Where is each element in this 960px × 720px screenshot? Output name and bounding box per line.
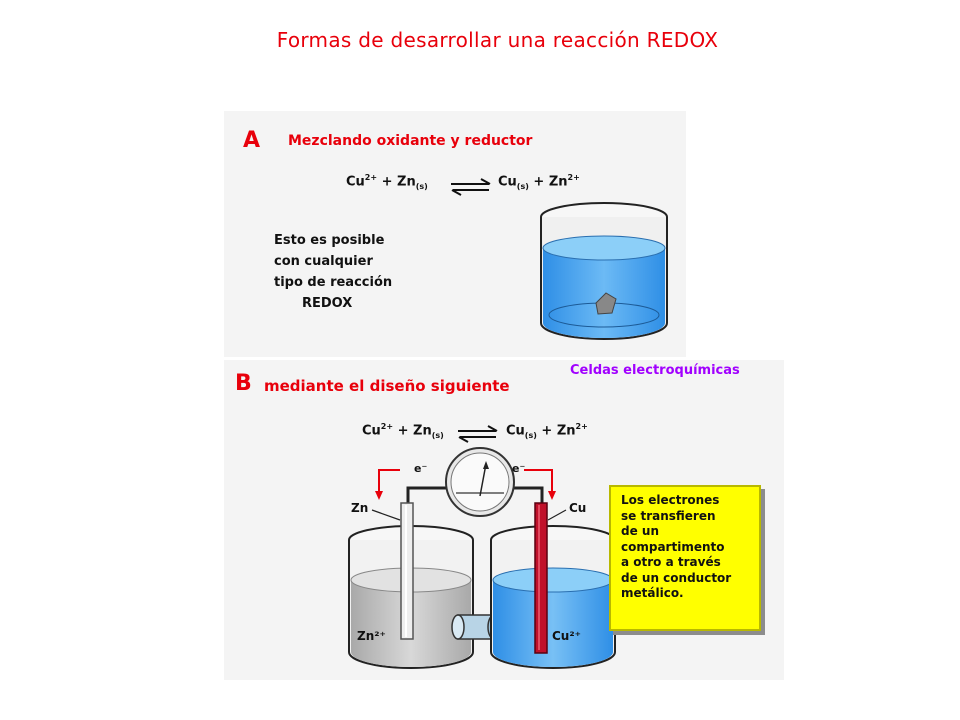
electron-flow-arrow <box>378 469 400 494</box>
ion-label-cu: Cu²⁺ <box>552 629 581 643</box>
copper-electrode <box>534 502 548 654</box>
panel-a-equation-right: Cu(s) + Zn2+ <box>498 173 580 191</box>
electron-flow-arrow <box>524 469 553 494</box>
electrode-label-cu: Cu <box>569 501 586 515</box>
wire <box>406 486 446 507</box>
wire <box>514 486 544 505</box>
panel-b-label: Celdas electroquímicas <box>570 363 740 378</box>
voltmeter-icon <box>445 447 515 517</box>
electron-label-right: e⁻ <box>512 462 525 475</box>
panel-a-heading: Mezclando oxidante y reductor <box>288 133 533 149</box>
electrode-label-zn: Zn <box>351 501 368 515</box>
panel-b-note: Los electrones se transfieren de un comp… <box>609 485 761 631</box>
panel-a-letter: A <box>243 128 261 153</box>
panel-b-equation-left: Cu2+ + Zn(s) <box>362 422 444 440</box>
equilibrium-arrow-icon <box>458 425 498 443</box>
ion-label-zn: Zn²⁺ <box>357 629 386 643</box>
electrochemical-cell-diagram: e⁻ e⁻ Zn Cu Zn²⁺ Cu²⁺ <box>348 447 616 669</box>
panel-b-equation-right: Cu(s) + Zn2+ <box>506 422 588 440</box>
panel-b-cell: B mediante el diseño siguiente Celdas el… <box>224 360 784 680</box>
panel-b-heading: mediante el diseño siguiente <box>264 377 510 395</box>
panel-a-equation-left: Cu2+ + Zn(s) <box>346 173 428 191</box>
beaker-icon <box>540 202 668 340</box>
panel-b-letter: B <box>235 371 252 396</box>
equilibrium-arrow-icon <box>451 178 491 196</box>
panel-a-mixing: A Mezclando oxidante y reductor Cu2+ + Z… <box>224 111 686 357</box>
page-title: Formas de desarrollar una reacción REDOX <box>276 28 719 52</box>
beaker-right-icon <box>490 525 616 669</box>
electron-label-left: e⁻ <box>414 462 427 475</box>
panel-a-note: Esto es posible con cualquier tipo de re… <box>274 233 393 311</box>
zinc-piece-icon <box>595 292 617 315</box>
